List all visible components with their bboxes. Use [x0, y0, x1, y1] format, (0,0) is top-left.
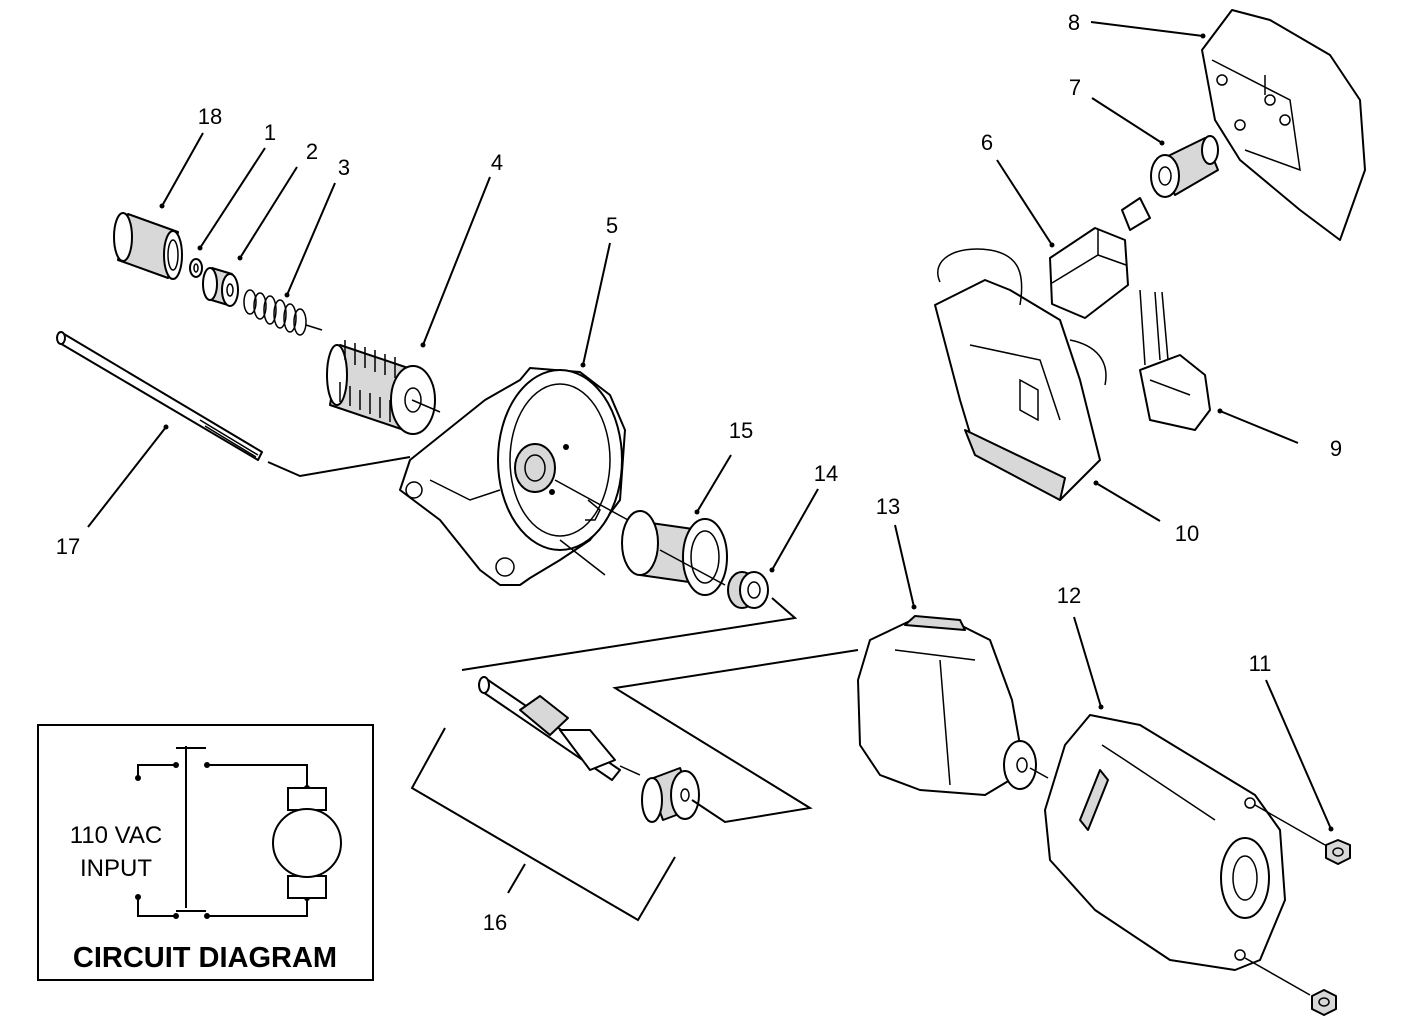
part-2-bushing [202, 267, 239, 307]
callout-14: 14 [814, 461, 838, 486]
callout-8: 8 [1068, 10, 1080, 35]
callout-6: 6 [981, 130, 993, 155]
part-9-plug [1139, 289, 1211, 431]
callout-17: 17 [56, 534, 80, 559]
leader-lines [87, 21, 1334, 832]
part-4-commutator [326, 340, 441, 435]
part-16-pinion-shaft [410, 649, 859, 922]
callout-5: 5 [606, 213, 618, 238]
callout-18: 18 [198, 104, 222, 129]
part-10-switch-housing [934, 248, 1107, 501]
part-5-gear-housing [399, 367, 629, 586]
part-8-handle-cover [1201, 9, 1366, 241]
callout-3: 3 [338, 155, 350, 180]
part-11-nut-lower [1311, 989, 1337, 1016]
part-15-sleeve [621, 510, 728, 596]
callout-12: 12 [1057, 583, 1081, 608]
callout-15: 15 [729, 418, 753, 443]
callout-16: 16 [483, 910, 507, 935]
circuit-diagram-box: 110 VAC INPUT CIRCUIT DIAGRAM [37, 724, 374, 981]
callout-1: 1 [264, 120, 276, 145]
circuit-input-line1: 110 VAC [70, 822, 163, 849]
part-13-gearbox [857, 615, 1049, 796]
part-7-button-cap [1150, 135, 1219, 198]
callout-4: 4 [491, 150, 503, 175]
callout-9: 9 [1330, 436, 1342, 461]
callout-11: 11 [1249, 651, 1272, 676]
part-11-nut-upper [1325, 839, 1351, 865]
callout-13: 13 [876, 494, 900, 519]
callout-2: 2 [306, 139, 318, 164]
part-12-motor [1044, 714, 1326, 996]
part-14-bushing [461, 571, 798, 671]
callout-10: 10 [1175, 521, 1199, 546]
circuit-diagram-title: CIRCUIT DIAGRAM [73, 942, 337, 974]
part-1-washer [189, 258, 203, 278]
part-18-sleeve [113, 212, 183, 280]
circuit-input-line2: INPUT [80, 855, 152, 882]
part-3-spring [243, 289, 323, 336]
part-6-switch [1049, 197, 1151, 319]
part-17-shaft [56, 331, 411, 478]
callout-7: 7 [1069, 75, 1081, 100]
callout-numbers: 18 1 2 3 4 5 8 7 6 9 10 15 14 13 12 11 1… [56, 10, 1342, 935]
